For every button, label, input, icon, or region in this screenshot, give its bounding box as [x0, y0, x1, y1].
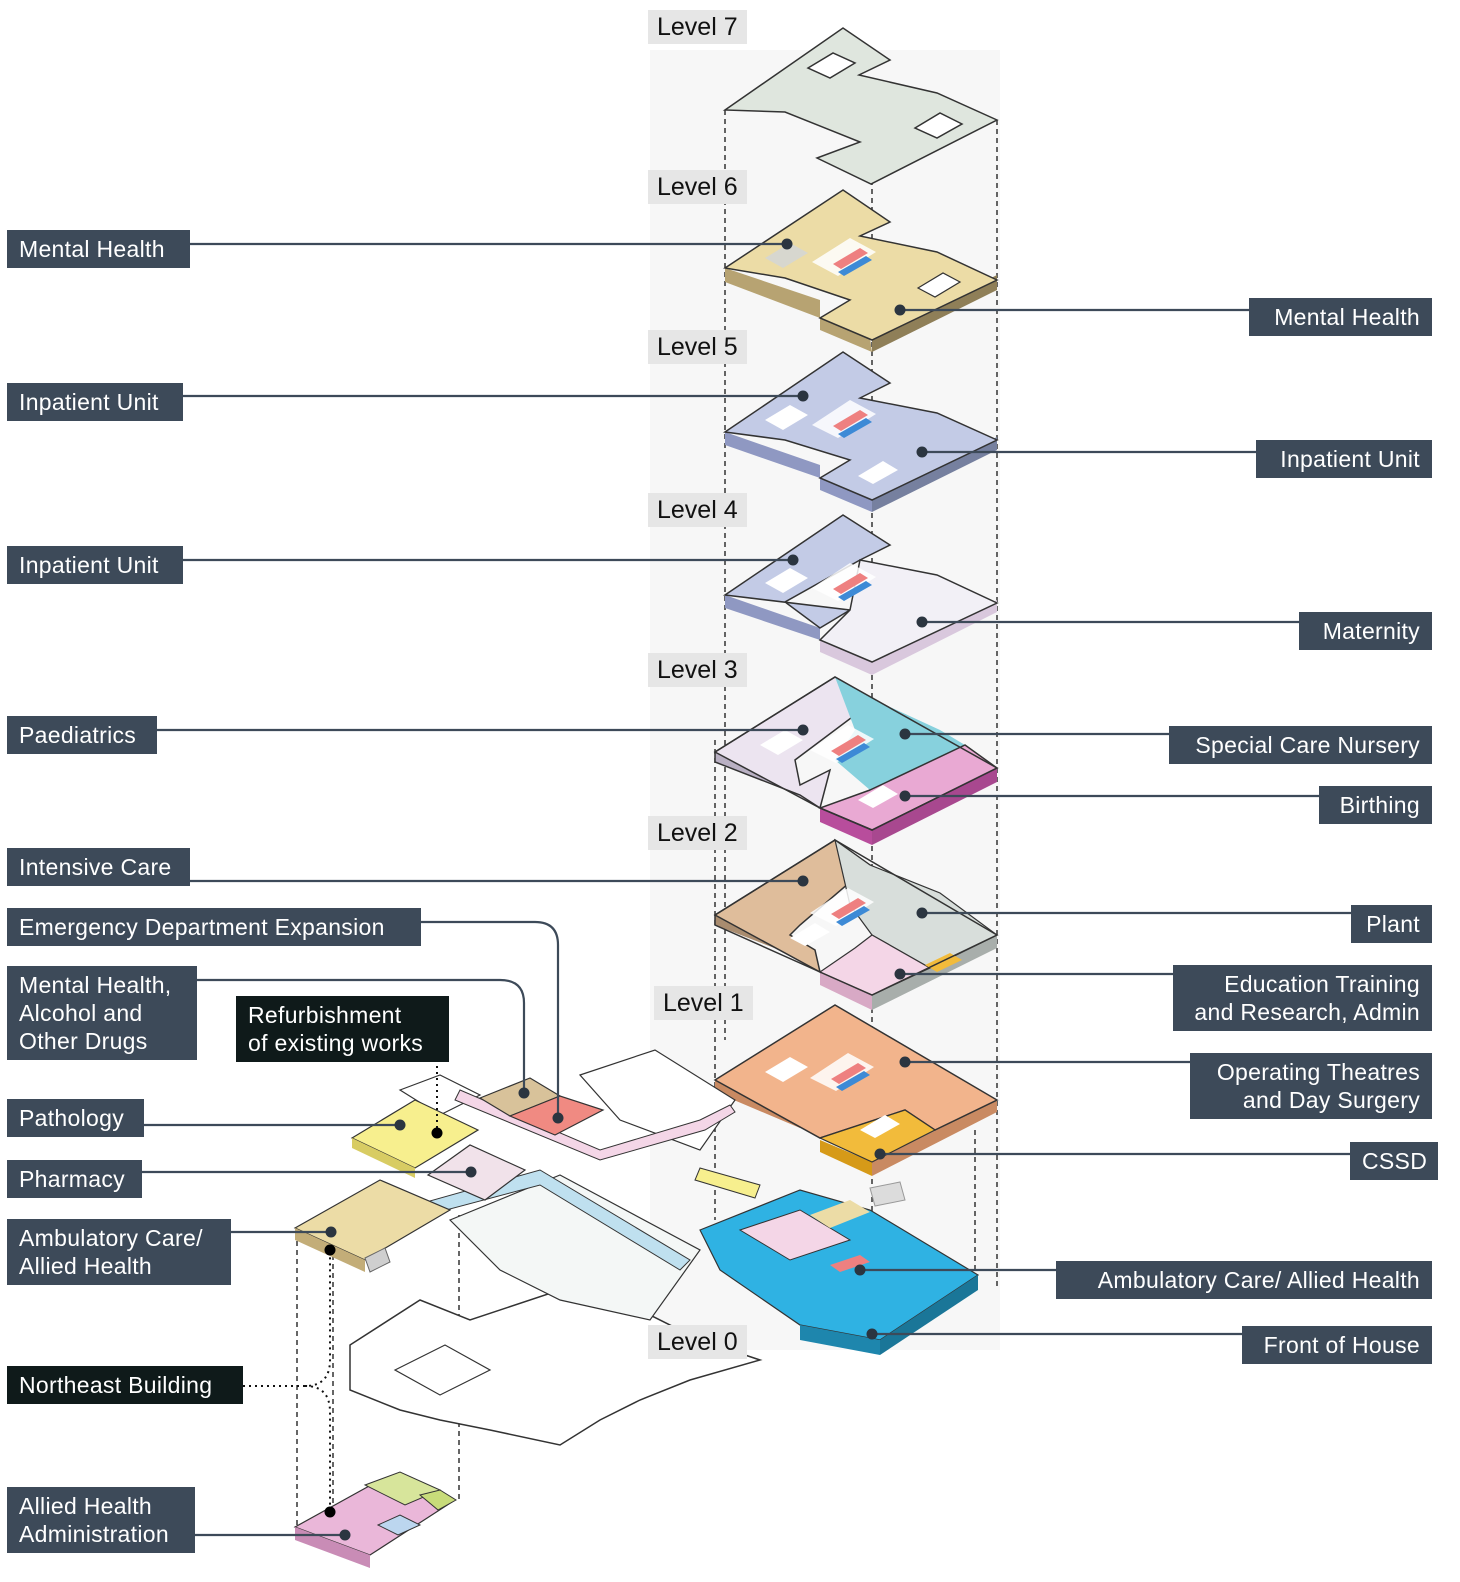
leader-dot-northeast-up [324, 1244, 336, 1256]
callout-mental-health-right: Mental Health [1249, 298, 1432, 336]
leader-dot-operating [899, 1056, 911, 1068]
level-2-label: Level 2 [648, 816, 747, 850]
callout-birthing: Birthing [1319, 786, 1432, 824]
leader-dot-northeast-down [324, 1506, 336, 1518]
floor-level-7 [722, 27, 999, 185]
callout-intensive-care: Intensive Care [7, 848, 190, 886]
floor-level-5 [722, 351, 999, 512]
callout-front-of-house: Front of House [1242, 1326, 1432, 1364]
callout-mhaod: Mental Health, Alcohol and Other Drugs [7, 966, 197, 1060]
callout-maternity: Maternity [1299, 612, 1432, 650]
level-0-label: Level 0 [648, 1325, 747, 1359]
floor-level-3 [713, 676, 999, 845]
leader-dot-inpatient-l4-left [787, 554, 799, 566]
leader-ed-expansion [421, 920, 560, 1118]
leader-dot-mental-health-left [781, 238, 793, 250]
level-6-label: Level 6 [648, 170, 747, 204]
leader-dot-birthing [899, 790, 911, 802]
callout-plant: Plant [1351, 905, 1432, 943]
callout-refurbishment: Refurbishment of existing works [236, 996, 449, 1062]
callout-ed-expansion: Emergency Department Expansion [7, 908, 421, 946]
leader-dot-special-care [899, 728, 911, 740]
callout-cssd: CSSD [1350, 1142, 1438, 1180]
leader-dot-paediatrics [797, 724, 809, 736]
callout-inpatient-unit-right: Inpatient Unit [1256, 440, 1432, 478]
level-4-label: Level 4 [648, 493, 747, 527]
level-3-label: Level 3 [648, 653, 747, 687]
leader-dot-mental-health-right [894, 304, 906, 316]
callout-ambulatory-right: Ambulatory Care/ Allied Health [1056, 1261, 1432, 1299]
floor-level-2 [713, 838, 999, 1010]
callout-northeast-building: Northeast Building [7, 1366, 243, 1404]
leader-dot-inpatient-l5-left [797, 390, 809, 402]
leader-lines [142, 238, 1351, 1541]
callout-pharmacy: Pharmacy [7, 1160, 142, 1198]
leader-dot-pathology [394, 1119, 406, 1131]
callout-ambulatory-left: Ambulatory Care/ Allied Health [7, 1219, 231, 1285]
callout-operating-theatres: Operating Theatres and Day Surgery [1190, 1053, 1432, 1119]
leader-dot-ed-expansion [552, 1112, 564, 1124]
leader-dot-inpatient-right [916, 446, 928, 458]
floor-level-1 [713, 1004, 999, 1207]
leader-dot-maternity [916, 616, 928, 628]
leader-dot-ambulatory-right [854, 1264, 866, 1276]
leader-dot-intensive-care [797, 875, 809, 887]
callout-education: Education Training and Research, Admin [1173, 965, 1432, 1031]
callout-mental-health-left: Mental Health [7, 230, 190, 268]
leader-dot-front-of-house [866, 1328, 878, 1340]
leader-northeast-up [243, 1250, 331, 1387]
leader-mhaod [197, 978, 526, 1093]
floor-level-6 [722, 189, 999, 352]
leader-dot-plant [916, 907, 928, 919]
callout-special-care-nursery: Special Care Nursery [1169, 726, 1432, 764]
callout-paediatrics: Paediatrics [7, 716, 157, 754]
callout-allied-health-admin: Allied Health Administration [7, 1487, 195, 1553]
leader-dot-allied-admin [339, 1529, 351, 1541]
leader-dot-ambulatory-left [325, 1226, 337, 1238]
leader-dot-education [894, 968, 906, 980]
leader-northeast-down [304, 1385, 331, 1512]
callout-pathology: Pathology [7, 1099, 144, 1137]
level-7-label: Level 7 [648, 10, 747, 44]
leader-dot-mhaod [518, 1087, 530, 1099]
leader-dot-cssd [874, 1148, 886, 1160]
northeast-building-floor [293, 1471, 457, 1568]
leader-dot-refurbishment [431, 1127, 443, 1139]
leader-dot-pharmacy [465, 1166, 477, 1178]
callout-inpatient-unit-l4-left: Inpatient Unit [7, 546, 183, 584]
floor-level-4 [722, 514, 999, 675]
callout-inpatient-unit-l5-left: Inpatient Unit [7, 383, 183, 421]
level-5-label: Level 5 [648, 330, 747, 364]
level-1-label: Level 1 [654, 986, 753, 1020]
